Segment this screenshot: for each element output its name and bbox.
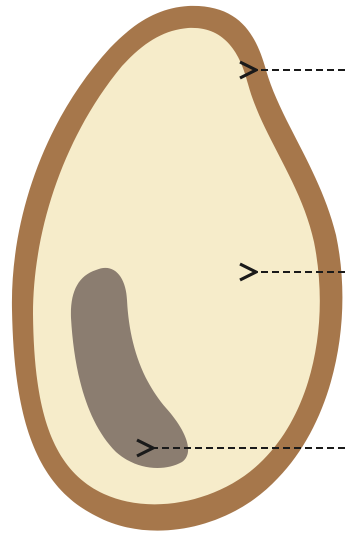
grain-kernel-diagram [0,0,345,548]
